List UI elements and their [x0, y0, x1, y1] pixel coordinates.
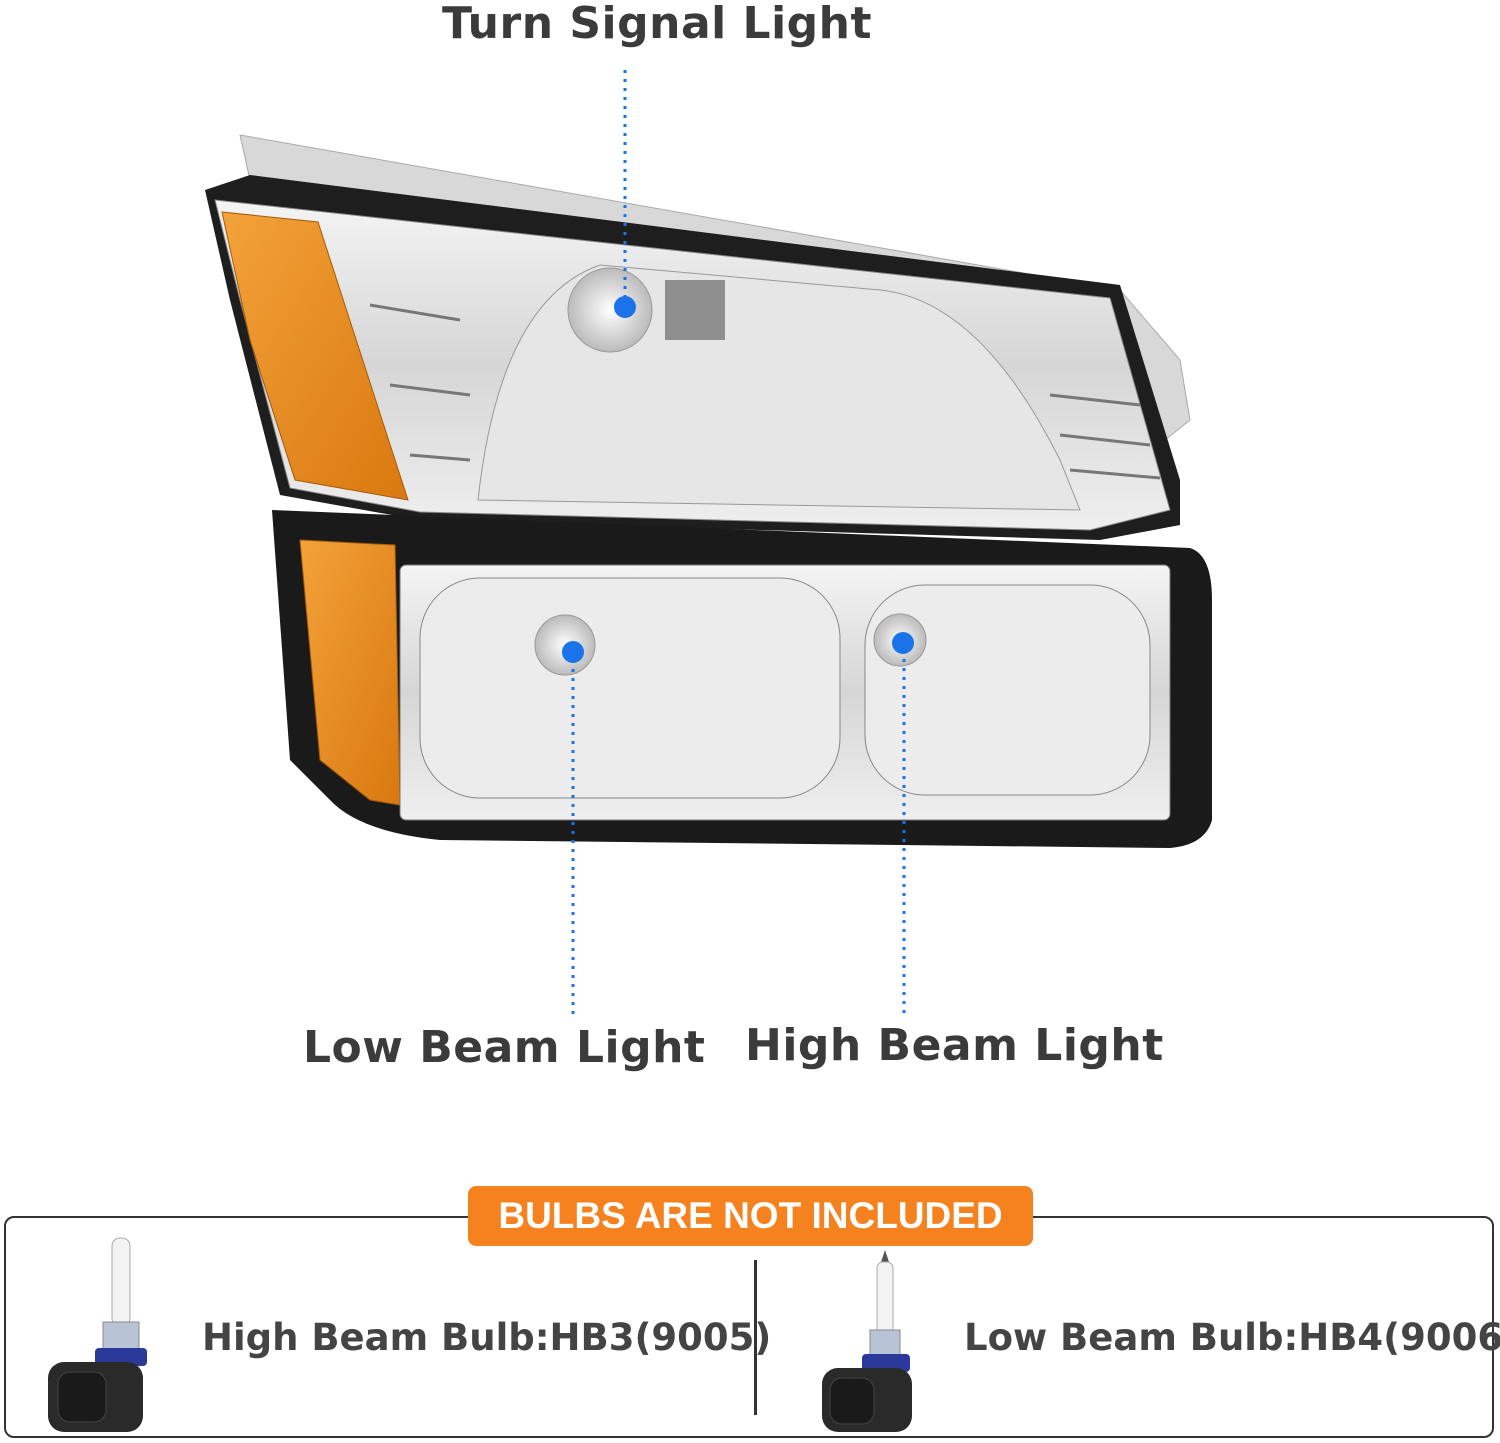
marker-turn-signal [614, 70, 636, 318]
hb4-bulb-icon [822, 1250, 912, 1432]
marker-low-beam [562, 641, 584, 1020]
low-beam-bulb-text: Low Beam Bulb:HB4(9006) [964, 1316, 1500, 1359]
high-beam-label: High Beam Light [745, 1020, 1164, 1071]
headlight-upper [205, 134, 1191, 540]
panel-divider [754, 1260, 757, 1415]
high-beam-bulb-text: High Beam Bulb:HB3(9005) [202, 1316, 772, 1359]
headlight-lower [272, 510, 1212, 848]
marker-high-beam [892, 632, 914, 1015]
hb3-bulb-icon [48, 1237, 147, 1432]
low-beam-label: Low Beam Light [303, 1022, 706, 1073]
bulbs-not-included-badge: BULBS ARE NOT INCLUDED [468, 1186, 1033, 1246]
turn-signal-label: Turn Signal Light [442, 0, 873, 49]
